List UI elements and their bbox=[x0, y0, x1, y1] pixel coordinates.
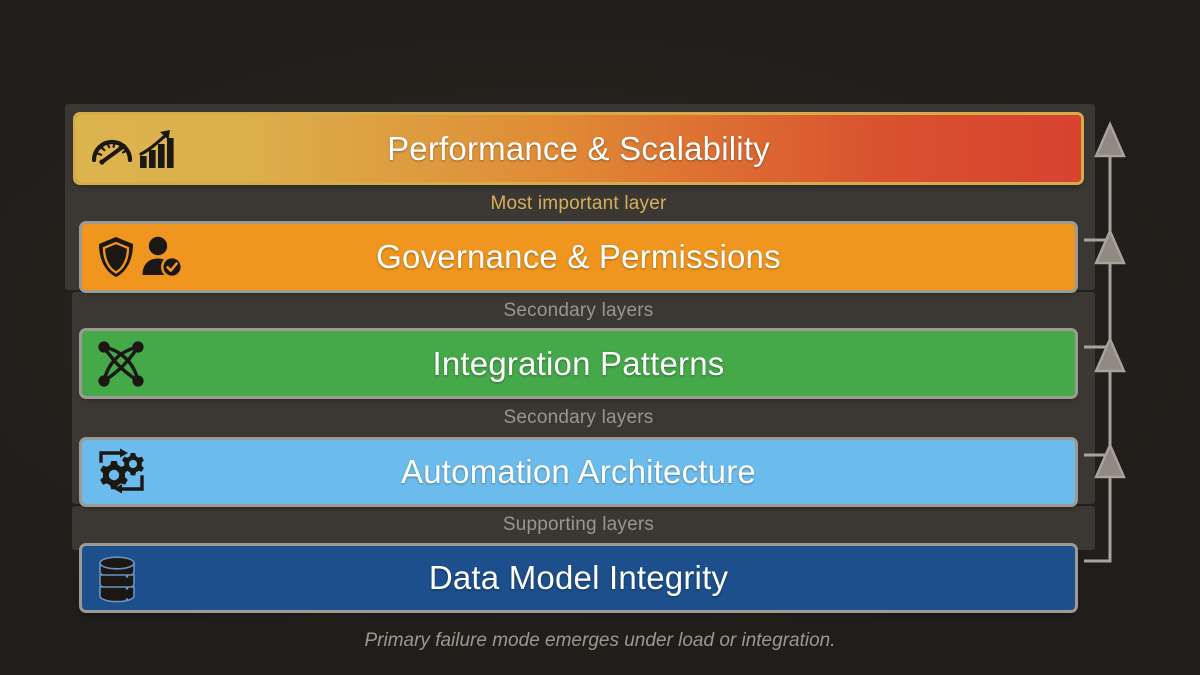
diagram-caption: Primary failure mode emerges under load … bbox=[0, 630, 1200, 652]
connector-text-4: Supporting layers bbox=[502, 514, 655, 535]
connector-label-2: Secondary layers bbox=[82, 297, 1075, 325]
layer-icon-group-automation-architecture bbox=[96, 445, 182, 499]
escalation-arrow-3 bbox=[1084, 336, 1126, 457]
layer-bar-performance-scalability[interactable]: Performance & Scalability bbox=[76, 115, 1081, 182]
layer-icon-group-governance-permissions bbox=[96, 230, 183, 284]
layer-bar-governance-permissions[interactable]: Governance & Permissions bbox=[82, 224, 1075, 290]
layer-title-governance-permissions: Governance & Permissions bbox=[376, 238, 781, 275]
connector-label-4: Supporting layers bbox=[82, 511, 1075, 539]
network-nodes-icon bbox=[98, 340, 144, 387]
layer-title-integration-patterns: Integration Patterns bbox=[432, 344, 725, 382]
connector-label-1: Most important layer bbox=[76, 190, 1081, 218]
layer-bar-automation-architecture[interactable]: Automation Architecture bbox=[82, 440, 1075, 504]
escalation-arrow-2 bbox=[1084, 228, 1126, 349]
bar-chart-growth-icon bbox=[139, 129, 174, 168]
layer-bar-integration-patterns[interactable]: Integration Patterns bbox=[82, 331, 1075, 396]
layer-icon-group-integration-patterns bbox=[96, 337, 182, 391]
user-verified-icon bbox=[142, 236, 183, 278]
layer-bar-data-model-integrity[interactable]: Data Model Integrity bbox=[82, 546, 1075, 610]
escalation-arrow-1 bbox=[1084, 121, 1126, 242]
gears-cycle-icon bbox=[99, 448, 144, 494]
layer-icon-group-data-model-integrity bbox=[96, 551, 182, 605]
connector-text-3: Secondary layers bbox=[503, 407, 654, 428]
layer-title-data-model-integrity: Data Model Integrity bbox=[428, 559, 729, 596]
connector-text-1: Most important layer bbox=[490, 193, 667, 214]
layer-icon-group-performance-scalability bbox=[90, 122, 176, 176]
escalation-arrows-svg bbox=[1084, 121, 1126, 563]
plate-bottom-group bbox=[72, 506, 1095, 550]
diagram-caption-text: Primary failure mode emerges under load … bbox=[364, 630, 836, 651]
shield-icon bbox=[99, 237, 133, 277]
layer-title-automation-architecture: Automation Architecture bbox=[401, 453, 756, 490]
escalation-arrow-4 bbox=[1084, 442, 1126, 563]
escalation-arrow-group bbox=[1082, 100, 1200, 630]
connector-label-3: Secondary layers bbox=[82, 404, 1075, 432]
gauge-icon bbox=[91, 139, 133, 165]
connector-text-2: Secondary layers bbox=[503, 300, 654, 321]
database-icon bbox=[99, 556, 135, 603]
layer-title-performance-scalability: Performance & Scalability bbox=[387, 129, 770, 167]
